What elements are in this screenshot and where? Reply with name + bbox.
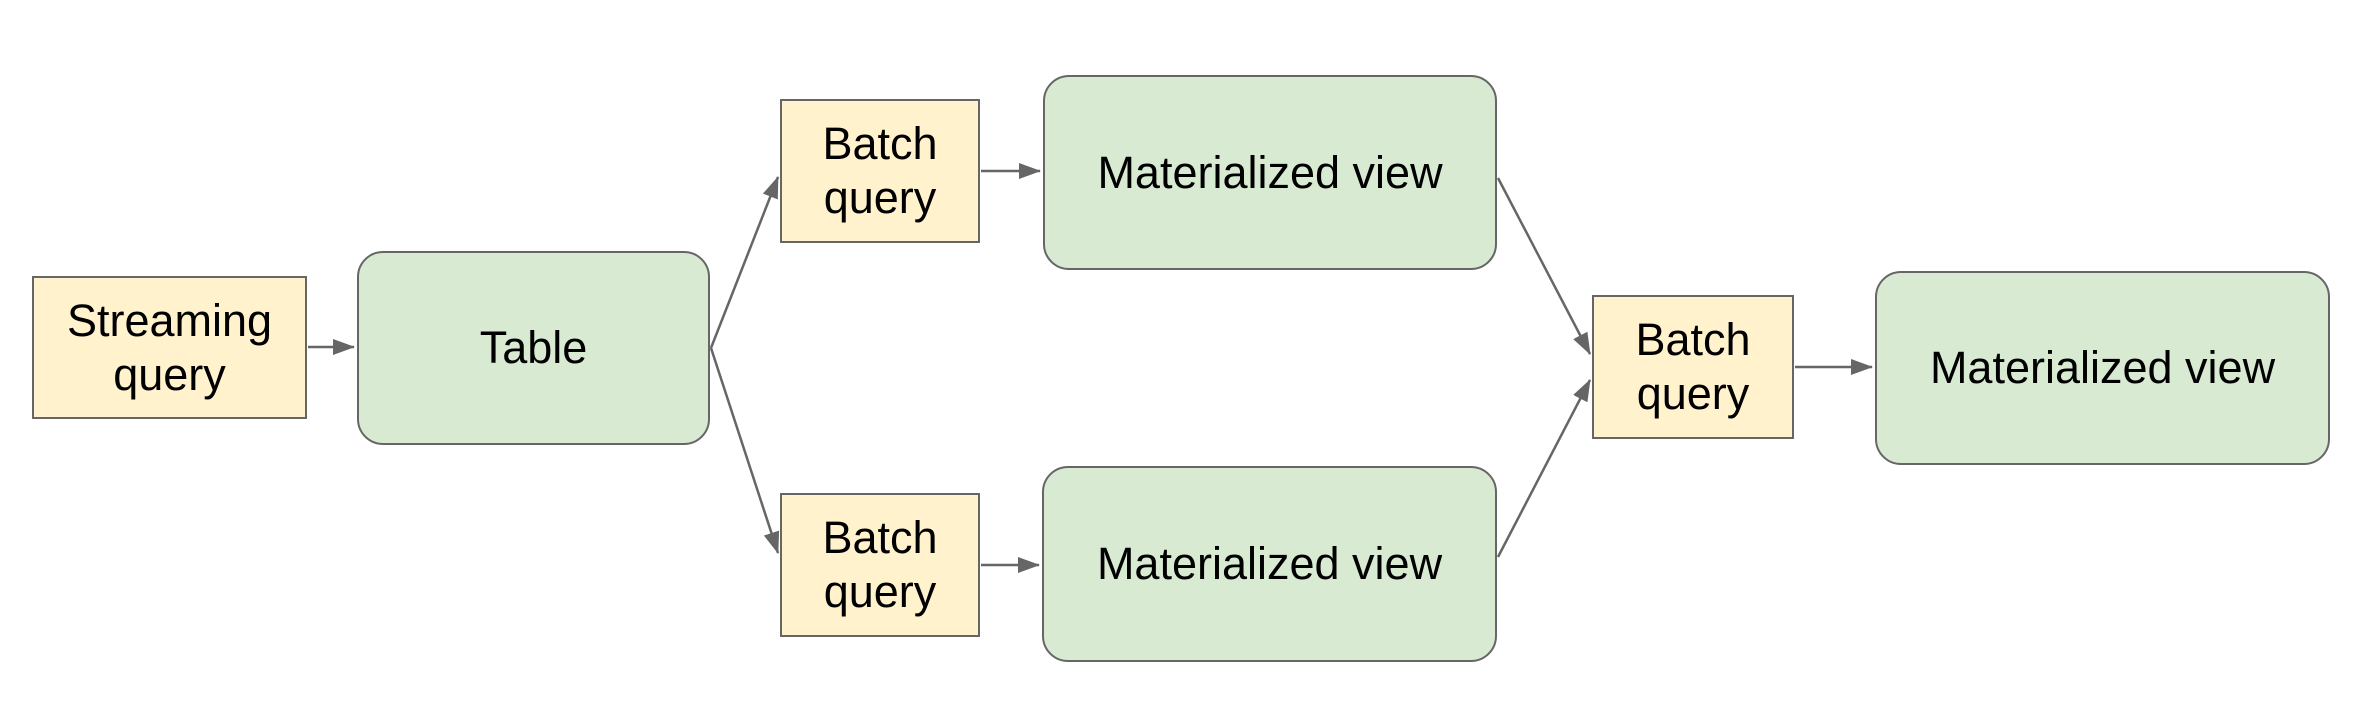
node-batch-query-top-label: Batch query: [822, 118, 938, 223]
node-batch-query-right-label: Batch query: [1635, 314, 1751, 419]
connector-materialized-view-top-to-batch-query-right: [1496, 177, 1592, 355]
node-materialized-view-top: Materialized view: [1043, 75, 1497, 270]
node-materialized-view-bottom: Materialized view: [1042, 466, 1497, 662]
node-batch-query-top: Batch query: [780, 99, 980, 243]
node-table-label: Table: [479, 322, 588, 373]
node-streaming-query-label: Streaming query: [66, 294, 273, 400]
node-materialized-view-right: Materialized view: [1875, 271, 2330, 465]
node-batch-query-bottom: Batch query: [780, 493, 980, 637]
node-batch-query-bottom-label: Batch query: [822, 512, 938, 617]
node-materialized-view-right-label: Materialized view: [1929, 342, 2276, 393]
node-materialized-view-bottom-label: Materialized view: [1096, 538, 1443, 589]
node-table: Table: [357, 251, 710, 445]
connector-table-to-batch-query-top: [709, 176, 780, 349]
node-materialized-view-top-label: Materialized view: [1097, 146, 1443, 198]
node-streaming-query: Streaming query: [32, 276, 307, 419]
node-batch-query-right: Batch query: [1592, 295, 1794, 439]
connector-materialized-view-bottom-to-batch-query-right: [1496, 379, 1592, 558]
connector-table-to-batch-query-bottom: [709, 347, 780, 554]
